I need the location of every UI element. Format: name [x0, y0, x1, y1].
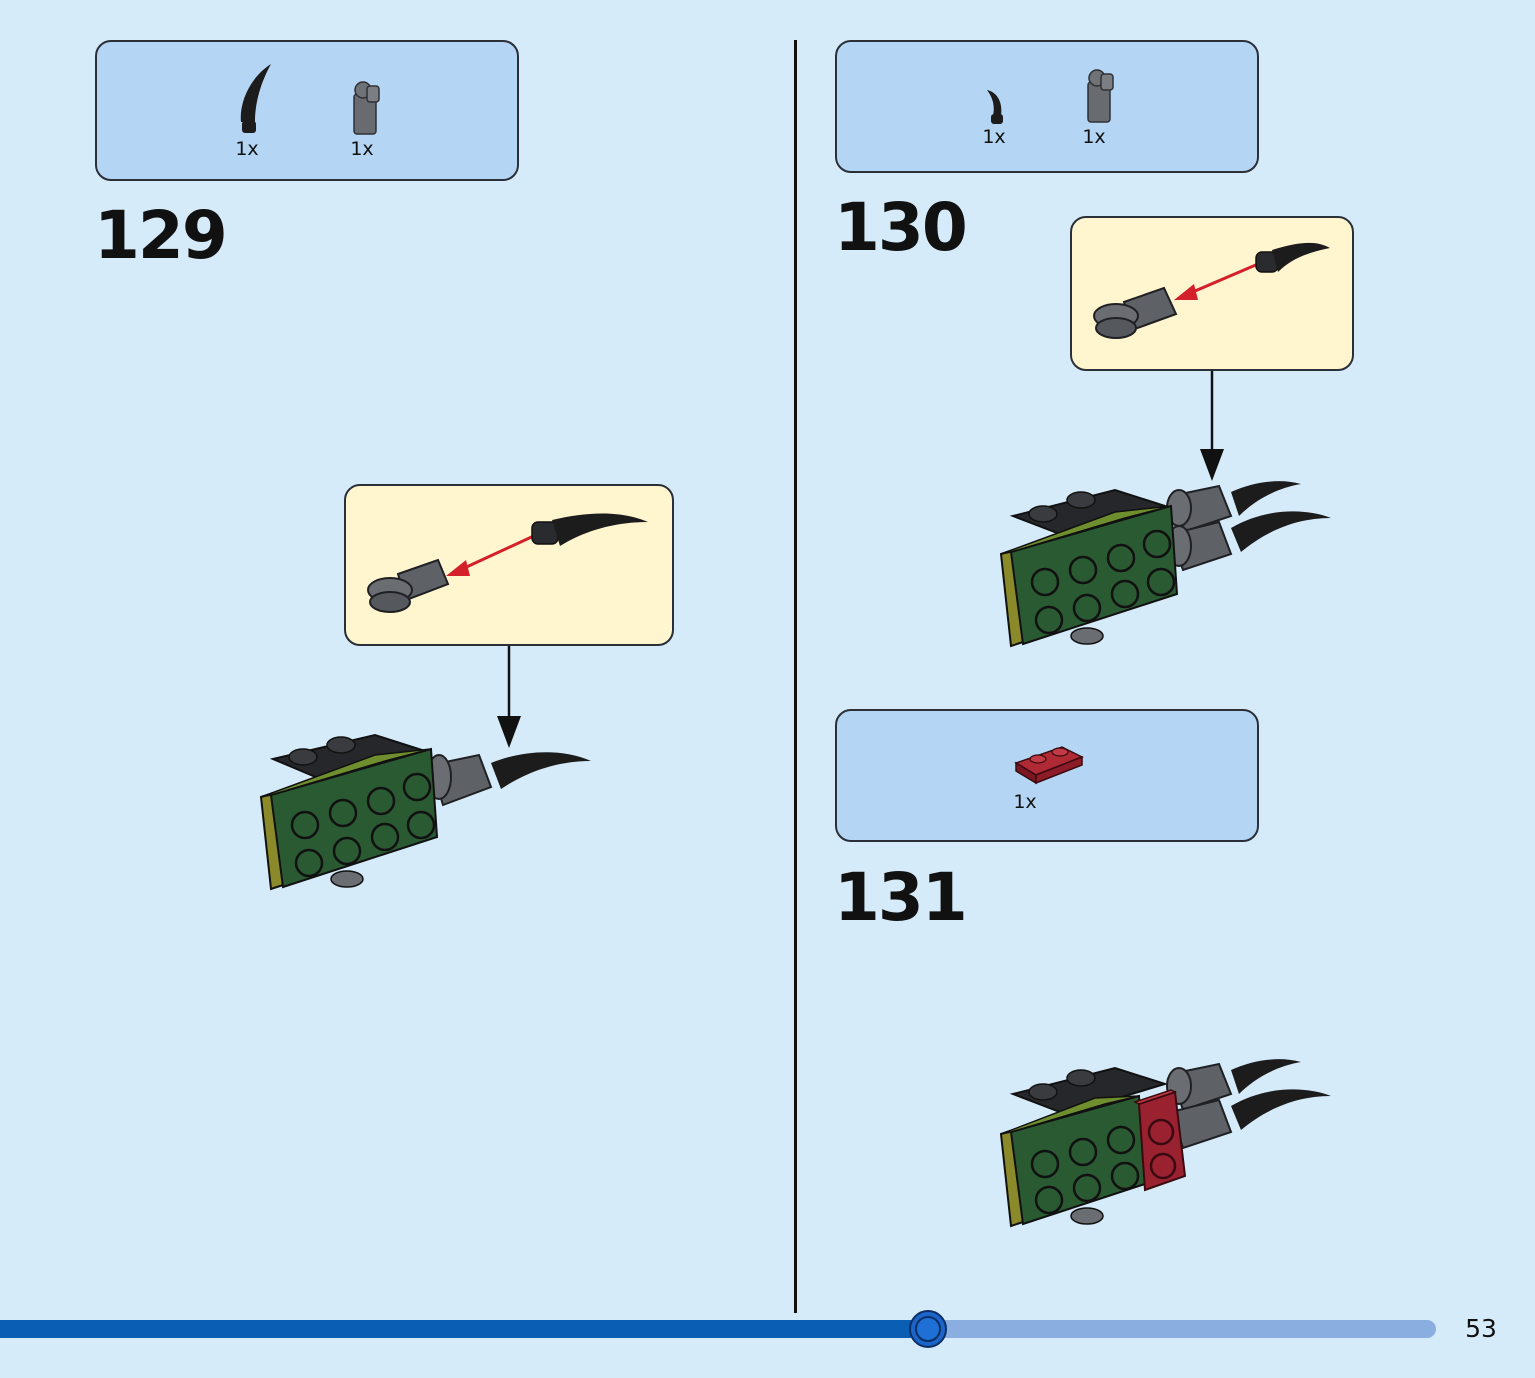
model-step-131: [999, 1059, 1331, 1228]
part-quantity: 1x: [1013, 791, 1037, 813]
page-divider: [794, 40, 797, 1313]
horn-icon: [531, 513, 648, 546]
horn-part-icon: [240, 64, 271, 133]
sub-assembly-callout-130: [1070, 216, 1354, 371]
step-number-131: 131: [834, 859, 968, 936]
clip-part-icon: [353, 81, 380, 135]
model-step-129: [259, 733, 591, 891]
clip-with-horn-assembly: [367, 513, 648, 613]
clip-part-icon: [1087, 69, 1114, 123]
page-number: 53: [1465, 1314, 1497, 1343]
clip-with-horn-assembly: [1093, 242, 1330, 339]
sub-assembly-callout-129: [344, 484, 674, 646]
parts-list-step-129: 1x 1x: [95, 40, 519, 181]
progress-bar-fill: [0, 1320, 928, 1338]
parts-list-step-130: 1x 1x: [835, 40, 1259, 173]
part-quantity: 1x: [350, 138, 374, 160]
parts-list-step-131: 1x: [835, 709, 1259, 842]
part-quantity: 1x: [235, 138, 259, 160]
clip-icon: [1093, 286, 1178, 339]
down-arrow: [1200, 371, 1224, 481]
part-quantity: 1x: [1082, 126, 1106, 148]
horn-icon: [1255, 242, 1330, 273]
progress-knob-icon: [909, 1310, 947, 1348]
model-step-130: [999, 481, 1331, 648]
step-number-130: 130: [834, 189, 968, 266]
red-plate-part-icon: [1014, 746, 1084, 785]
part-quantity: 1x: [982, 126, 1006, 148]
small-claw-part-icon: [987, 90, 1003, 124]
clip-icon: [367, 558, 450, 613]
step-number-129: 129: [94, 197, 228, 274]
down-arrow: [497, 646, 521, 748]
